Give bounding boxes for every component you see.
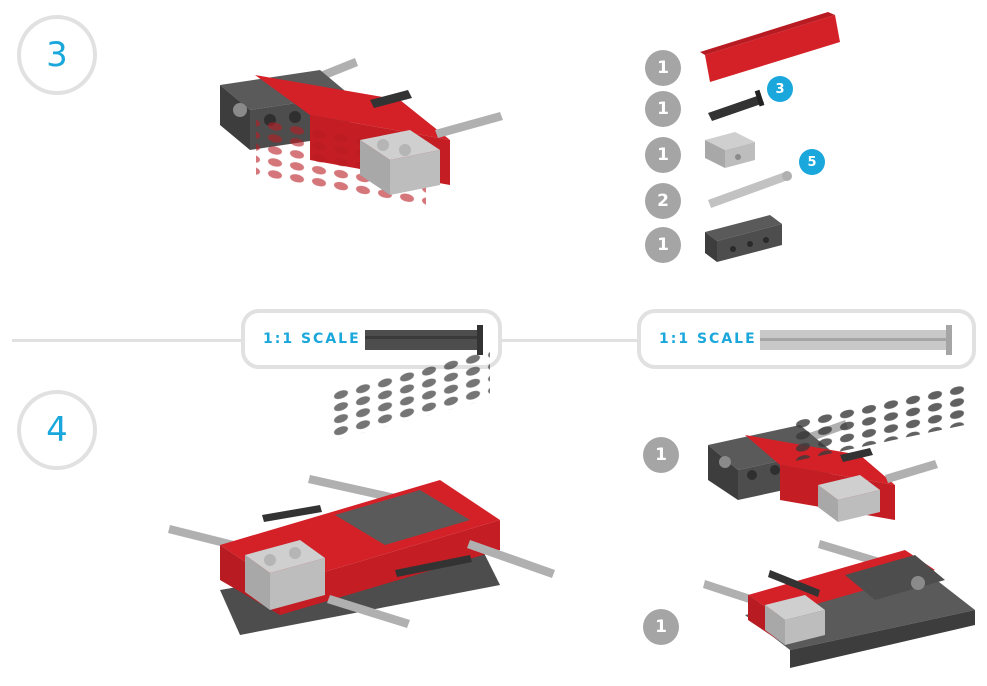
divider-middle [500, 339, 638, 342]
step-4-base-subassembly-part [703, 383, 975, 668]
part-count-badge: 1 [645, 137, 681, 173]
scale-label-axle: 1:1 SCALE [659, 331, 757, 347]
step-3-number: 3 [17, 15, 97, 95]
part-count-badge: 1 [645, 50, 681, 86]
step-4-number-label: 4 [46, 410, 68, 450]
length-badge: 3 [767, 76, 793, 102]
step-3-number-label: 3 [46, 35, 68, 75]
parts-list-step-3 [700, 12, 840, 262]
step-4-assembly [168, 348, 555, 635]
step-4-number: 4 [17, 390, 97, 470]
part-count-badge: 2 [645, 183, 681, 219]
scale-axle-drawing [760, 325, 952, 355]
part-count-badge: 1 [643, 609, 679, 645]
part-count-badge: 1 [643, 437, 679, 473]
scale-label-pin: 1:1 SCALE [263, 331, 361, 347]
part-count-badge: 1 [645, 91, 681, 127]
length-badge: 5 [799, 149, 825, 175]
scale-reference-axle: 1:1 SCALE [637, 309, 976, 369]
part-count-badge: 1 [645, 227, 681, 263]
scale-pin-drawing [365, 325, 483, 355]
divider-left [12, 339, 242, 342]
step-3-assembly [220, 58, 503, 206]
